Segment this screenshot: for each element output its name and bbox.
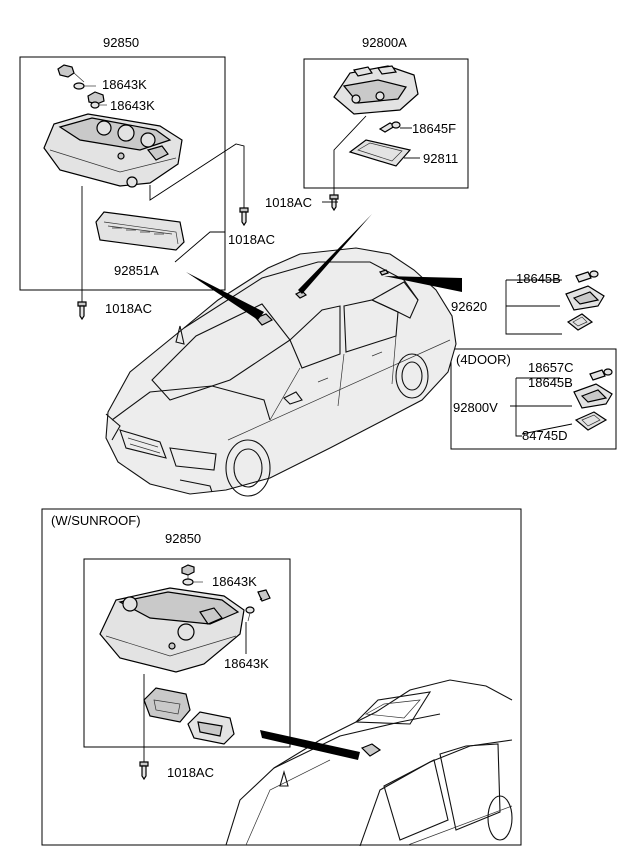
car-illustration	[105, 247, 457, 497]
part-number-18643k: 18643K	[224, 656, 269, 671]
frame-4door	[450, 348, 617, 450]
lens-icon	[143, 687, 191, 723]
bulb-icon	[589, 368, 613, 381]
lens-icon	[566, 313, 594, 331]
bulb-icon	[575, 270, 599, 283]
top-right-group	[322, 65, 420, 212]
callout-pointer	[260, 730, 360, 760]
lamp-housing-icon	[333, 65, 419, 115]
part-number-92850: 92850	[103, 35, 139, 50]
part-number-18645b: 18645B	[528, 375, 573, 390]
callout-pointer	[186, 272, 264, 320]
lamp-housing-icon	[573, 383, 613, 409]
part-number-1018ac: 1018AC	[105, 301, 152, 316]
bulb-icon	[87, 91, 107, 109]
part-number-1018ac: 1018AC	[167, 765, 214, 780]
part-number-18643k: 18643K	[212, 574, 257, 589]
4door-group	[510, 368, 613, 437]
bulb-icon	[182, 578, 203, 586]
callout-pointer	[298, 214, 372, 294]
part-number-92811: 92811	[423, 151, 458, 166]
lens-icon	[348, 139, 412, 167]
bulb-icon	[73, 82, 96, 90]
bulb-icon	[57, 64, 85, 83]
part-number-92800v: 92800V	[453, 400, 498, 415]
part-number-92800a: 92800A	[362, 35, 407, 50]
part-number-92850: 92850	[165, 531, 201, 546]
sunroof-group	[99, 564, 271, 781]
car-illustration	[225, 679, 513, 847]
frame-top-right	[303, 58, 469, 189]
frame-sunroof-inner	[83, 558, 291, 748]
bulb-icon	[245, 606, 255, 622]
part-number-1018ac: 1018AC	[228, 232, 275, 247]
lamp-housing-icon	[99, 587, 245, 673]
frame-top-left	[19, 56, 226, 291]
part-number-84745d: 84745D	[522, 428, 568, 443]
lamp-housing-icon	[565, 285, 605, 311]
part-number-18657c: 18657C	[528, 360, 574, 375]
part-number-18645b: 18645B	[516, 271, 561, 286]
part-number-92851a: 92851A	[114, 263, 159, 278]
part-number-1018ac: 1018AC	[265, 195, 312, 210]
room-lamp-group	[505, 270, 605, 335]
part-number-18643k: 18643K	[110, 98, 155, 113]
bulb-icon	[378, 121, 401, 133]
lamp-housing-icon	[43, 113, 183, 188]
part-number-18645f: 18645F	[412, 121, 456, 136]
lens-icon	[95, 211, 185, 251]
variant-label-sunroof: (W/SUNROOF)	[51, 513, 141, 528]
lens-icon	[574, 411, 608, 431]
frame-sunroof	[41, 508, 522, 846]
top-left-group	[43, 64, 249, 321]
bulb-icon	[257, 589, 271, 602]
screw-icon	[239, 207, 249, 227]
callout-pointer	[384, 276, 462, 292]
screw-icon	[77, 301, 87, 321]
bulb-icon	[181, 564, 195, 579]
screw-icon	[329, 194, 339, 212]
part-number-18643k: 18643K	[102, 77, 147, 92]
screw-icon	[139, 761, 149, 781]
lens-icon	[187, 711, 235, 745]
part-number-92620: 92620	[451, 299, 487, 314]
variant-label-4door: (4DOOR)	[456, 352, 511, 367]
